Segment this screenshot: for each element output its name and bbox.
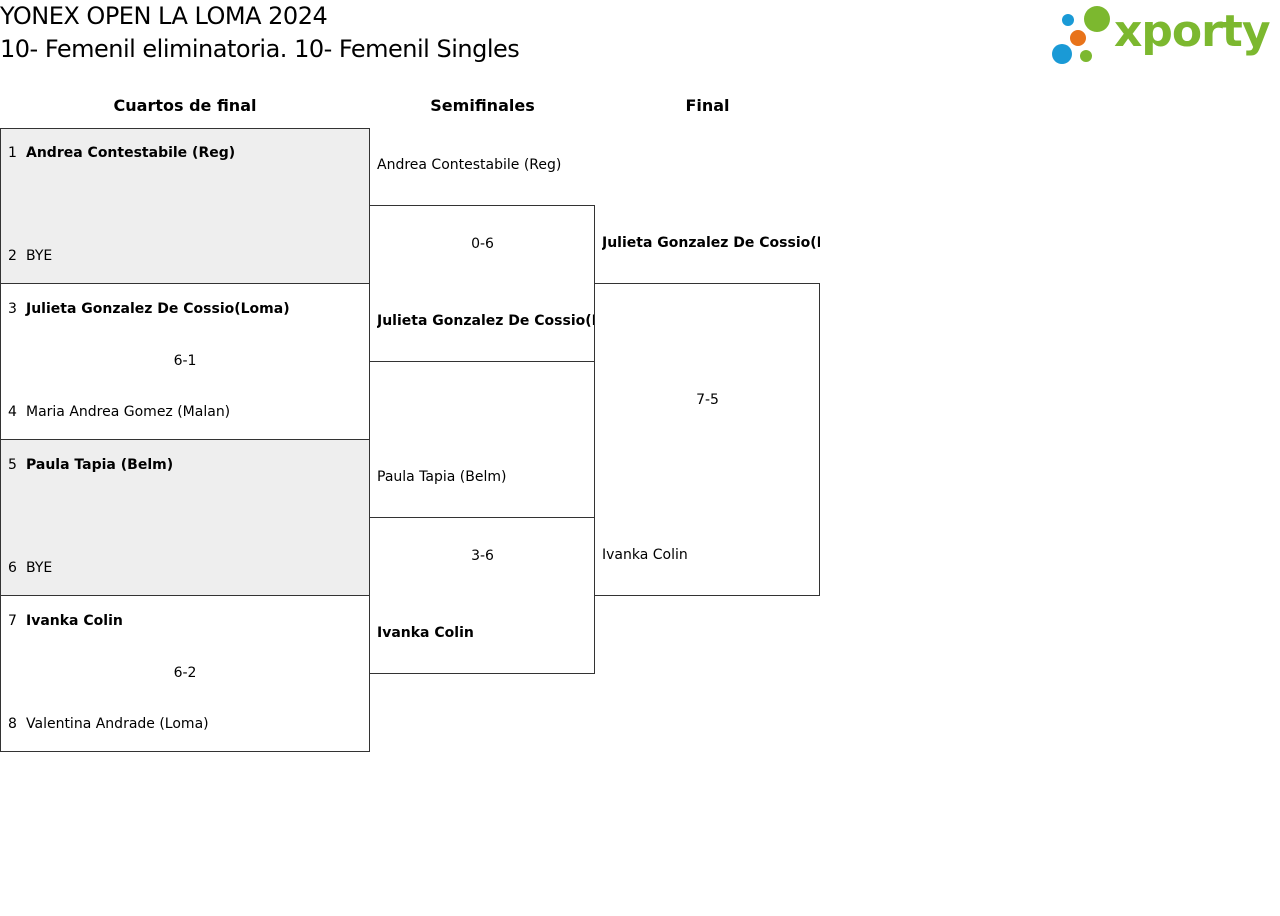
round-header-quarterfinals: Cuartos de final	[113, 96, 257, 115]
semifinal-match-2	[369, 517, 595, 674]
logo-dot-green-small	[1080, 50, 1092, 62]
seed-number: 4	[8, 404, 17, 420]
player-name: BYE	[26, 560, 53, 576]
quarterfinal-match-3	[0, 439, 370, 596]
logo-dot-orange	[1070, 30, 1086, 46]
player-name: Paula Tapia (Belm)	[26, 457, 174, 473]
player-name: BYE	[26, 248, 53, 264]
seed-number: 6	[8, 560, 17, 576]
seed-number: 3	[8, 301, 17, 317]
seed-number: 7	[8, 613, 17, 629]
qf2-player-b: 4 Maria Andrea Gomez (Malan)	[8, 404, 230, 420]
qf1-player-a: 1 Andrea Contestabile (Reg)	[8, 145, 235, 161]
sf1-player-a: Andrea Contestabile (Reg)	[377, 157, 562, 173]
qf3-player-a: 5 Paula Tapia (Belm)	[8, 457, 173, 473]
category-title: 10- Femenil eliminatoria. 10- Femenil Si…	[0, 35, 520, 63]
logo-dot-green	[1084, 6, 1110, 32]
player-name: Julieta Gonzalez De Cossio(Loma)	[26, 301, 290, 317]
logo-wordmark: xporty	[1114, 6, 1271, 57]
final-match	[594, 283, 820, 596]
quarterfinal-match-1	[0, 128, 370, 284]
qf4-player-b: 8 Valentina Andrade (Loma)	[8, 716, 209, 732]
sf1-player-b: Julieta Gonzalez De Cossio(Loma)	[377, 313, 595, 329]
qf1-player-b: 2 BYE	[8, 248, 52, 264]
semifinal-match-1	[369, 205, 595, 362]
seed-number: 8	[8, 716, 17, 732]
qf3-player-b: 6 BYE	[8, 560, 52, 576]
seed-number: 5	[8, 457, 17, 473]
logo-dot-blue-large	[1052, 44, 1072, 64]
seed-number: 2	[8, 248, 17, 264]
sf2-player-a: Paula Tapia (Belm)	[377, 469, 507, 485]
qf2-score: 6-1	[173, 353, 197, 369]
final-score: 7-5	[696, 392, 719, 408]
player-name: Maria Andrea Gomez (Malan)	[26, 404, 231, 420]
seed-number: 1	[8, 145, 17, 161]
qf4-score: 6-2	[173, 665, 197, 681]
round-header-semifinals: Semifinales	[430, 96, 535, 115]
round-header-final: Final	[685, 96, 730, 115]
player-name: Ivanka Colin	[26, 613, 123, 629]
qf4-player-a: 7 Ivanka Colin	[8, 613, 123, 629]
xporty-logo: xporty	[1050, 4, 1276, 68]
logo-dot-blue	[1062, 14, 1074, 26]
final-player-b: Ivanka Colin	[602, 547, 688, 563]
player-name: Valentina Andrade (Loma)	[26, 716, 209, 732]
sf1-score: 0-6	[471, 236, 494, 252]
sf2-player-b: Ivanka Colin	[377, 625, 474, 641]
sf2-score: 3-6	[471, 548, 494, 564]
player-name: Andrea Contestabile (Reg)	[26, 145, 236, 161]
qf2-player-a: 3 Julieta Gonzalez De Cossio(Loma)	[8, 301, 290, 317]
tournament-title: YONEX OPEN LA LOMA 2024	[0, 2, 328, 30]
final-player-a: Julieta Gonzalez De Cossio(Loma)	[602, 235, 820, 251]
